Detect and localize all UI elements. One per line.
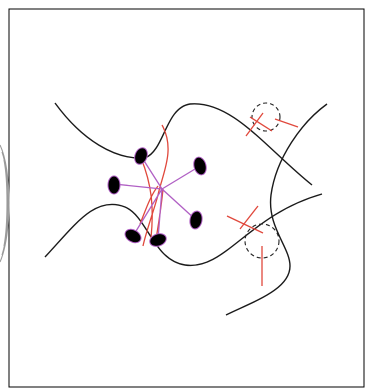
- lower-boundary-curve: [45, 194, 322, 265]
- node-right: [189, 210, 204, 230]
- spoke-to-bottom-node: [158, 189, 162, 239]
- right-vertical-curve: [226, 104, 327, 315]
- upper-red-tick-1: [246, 113, 263, 136]
- spoke-to-top-right-node: [162, 166, 200, 189]
- purple-spokes: [114, 156, 200, 239]
- upper-red-tick-3: [275, 119, 298, 127]
- node-left: [108, 176, 120, 194]
- red-inner-strands: [140, 125, 168, 246]
- node-top-right: [192, 156, 208, 176]
- boundary-curves: [45, 103, 327, 315]
- upper-crossing-marker: [246, 103, 298, 136]
- upper-boundary-curve: [55, 103, 312, 185]
- spoke-to-left-node: [114, 184, 162, 189]
- node-top-left: [132, 146, 149, 166]
- node-bottom-left: [123, 227, 144, 246]
- left-edge-bracket: [0, 145, 9, 262]
- red-strand-1: [143, 125, 168, 246]
- lower-red-tick-1: [227, 216, 263, 233]
